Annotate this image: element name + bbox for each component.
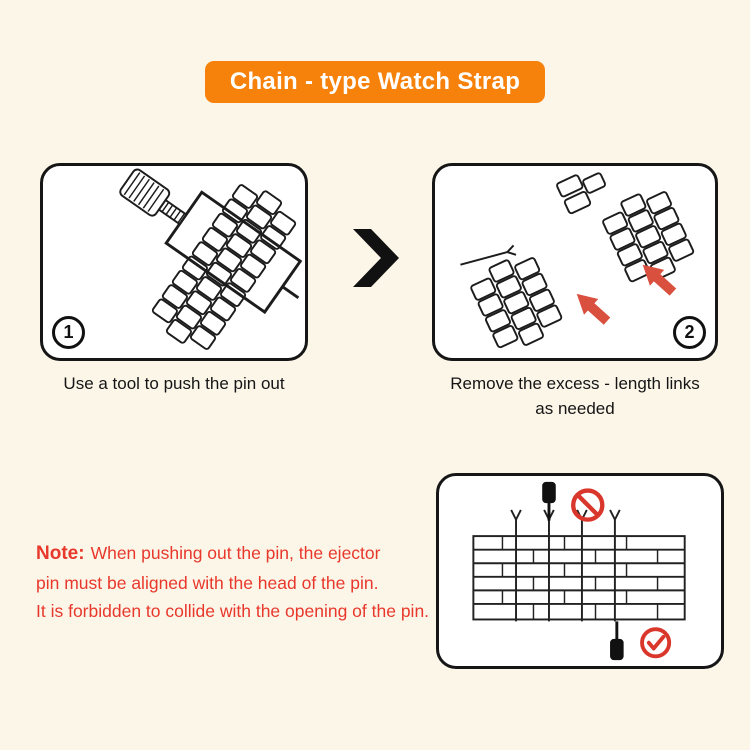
- page-title: Chain - type Watch Strap: [229, 68, 521, 95]
- step1-number: 1: [63, 322, 74, 342]
- step1-panel: 1: [40, 163, 308, 361]
- title-banner: Chain - type Watch Strap: [205, 61, 545, 103]
- note-text-1: When pushing out the pin, the ejector: [90, 543, 381, 563]
- red-arrow-icon: [576, 293, 611, 325]
- pin-alignment-illustration: [472, 481, 686, 661]
- loose-pin: [460, 244, 517, 266]
- note-block: Note:When pushing out the pin, the eject…: [36, 539, 466, 625]
- note-line-3: It is forbidden to collide with the open…: [36, 601, 430, 622]
- removed-links: [556, 172, 606, 215]
- next-step-arrow-icon: [353, 229, 399, 287]
- tool-knob: [119, 168, 171, 217]
- step2-number: 2: [684, 322, 695, 342]
- step2-number-badge: 2: [673, 316, 706, 349]
- step1-illustration-pin-tool: [119, 168, 303, 350]
- step2-caption-line2: as needed: [535, 398, 615, 418]
- note-line-2: pin must be aligned with the head of the…: [36, 573, 379, 594]
- step2-caption: Remove the excess - length links as need…: [432, 372, 718, 421]
- note-line-1: Note:When pushing out the pin, the eject…: [36, 539, 466, 569]
- red-arrow-icon: [642, 264, 677, 296]
- step1-caption: Use a tool to push the pin out: [63, 374, 285, 393]
- check-icon: [640, 627, 672, 659]
- step2-caption-line1: Remove the excess - length links: [450, 374, 700, 393]
- note-label: Note:: [36, 543, 85, 564]
- step2-illustration-removed-links: [460, 172, 695, 349]
- pin-alignment-panel: [436, 473, 724, 669]
- bottom-tool-pin: [610, 621, 624, 661]
- ejector-pins: [510, 509, 621, 622]
- step1-number-badge: 1: [52, 316, 85, 349]
- step2-panel: 2: [432, 163, 718, 361]
- prohibition-icon: [571, 488, 605, 522]
- top-tool-pin: [542, 481, 556, 521]
- ejected-pin: [281, 285, 300, 299]
